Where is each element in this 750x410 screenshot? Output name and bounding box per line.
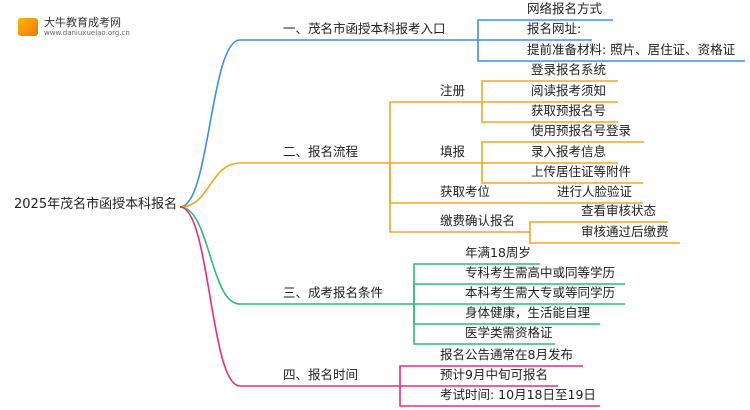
leaf-node: 填报 bbox=[440, 144, 466, 159]
leaf-node: 注册 bbox=[440, 83, 466, 98]
connector-line bbox=[389, 163, 530, 233]
leaf-node: 报名公告通常在8月发布 bbox=[440, 347, 573, 362]
book-icon bbox=[18, 18, 38, 36]
leaf-node: 查看审核状态 bbox=[581, 203, 657, 218]
leaf-node: 登录报名系统 bbox=[531, 62, 607, 77]
leaf-node: 上传居住证等附件 bbox=[531, 164, 632, 179]
connector-line bbox=[481, 163, 643, 184]
leaf-node: 预计9月中旬可报名 bbox=[440, 367, 548, 382]
branch-node: 四、报名时间 bbox=[283, 367, 359, 382]
leaf-node: 本科考生需大专或等同学历 bbox=[465, 285, 616, 300]
leaf-node: 进行人脸验证 bbox=[557, 184, 633, 199]
leaf-node: 专科考生需高中或同等学历 bbox=[465, 265, 616, 280]
branch-node: 二、报名流程 bbox=[283, 144, 359, 159]
logo-url: www.daniuxueiao.org.cn bbox=[44, 29, 130, 37]
leaf-node: 审核通过后缴费 bbox=[581, 224, 669, 239]
root-node: 2025年茂名市函授本科报名 bbox=[14, 197, 178, 212]
leaf-node: 获取考位 bbox=[440, 184, 491, 199]
leaf-node: 身体健康，生活能自理 bbox=[465, 305, 591, 320]
connector-line bbox=[481, 102, 618, 123]
leaf-node: 年满18周岁 bbox=[465, 245, 531, 260]
connector-line bbox=[529, 221, 668, 233]
connector-line bbox=[477, 40, 745, 62]
connector-line bbox=[179, 206, 414, 305]
leaf-node: 缴费确认报名 bbox=[440, 213, 516, 228]
logo: 大牛教育成考网 www.daniuxueiao.org.cn bbox=[18, 16, 130, 38]
connector-line bbox=[179, 206, 400, 387]
logo-name: 大牛教育成考网 bbox=[44, 16, 121, 29]
leaf-node: 录入报考信息 bbox=[531, 144, 607, 159]
connector-line bbox=[413, 303, 555, 345]
branch-node: 一、茂名市函授本科报考入口 bbox=[283, 21, 446, 36]
connector-line bbox=[179, 39, 478, 208]
leaf-node: 获取预报名号 bbox=[531, 103, 607, 118]
connector-line bbox=[399, 386, 600, 407]
leaf-node: 报名网址: bbox=[527, 21, 582, 36]
leaf-node: 使用预报名号登录 bbox=[531, 123, 632, 138]
leaf-node: 阅读报考须知 bbox=[531, 83, 607, 98]
leaf-node: 提前准备材料: 照片、居住证、资格证 bbox=[527, 42, 736, 57]
leaf-node: 考试时间: 10月18日至19日 bbox=[440, 387, 596, 402]
connector-line bbox=[529, 231, 680, 244]
branch-node: 三、成考报名条件 bbox=[283, 285, 384, 300]
leaf-node: 网络报名方式 bbox=[527, 1, 603, 16]
connector-line bbox=[389, 101, 482, 163]
connector-line bbox=[179, 162, 390, 208]
leaf-node: 医学类需资格证 bbox=[465, 325, 553, 340]
